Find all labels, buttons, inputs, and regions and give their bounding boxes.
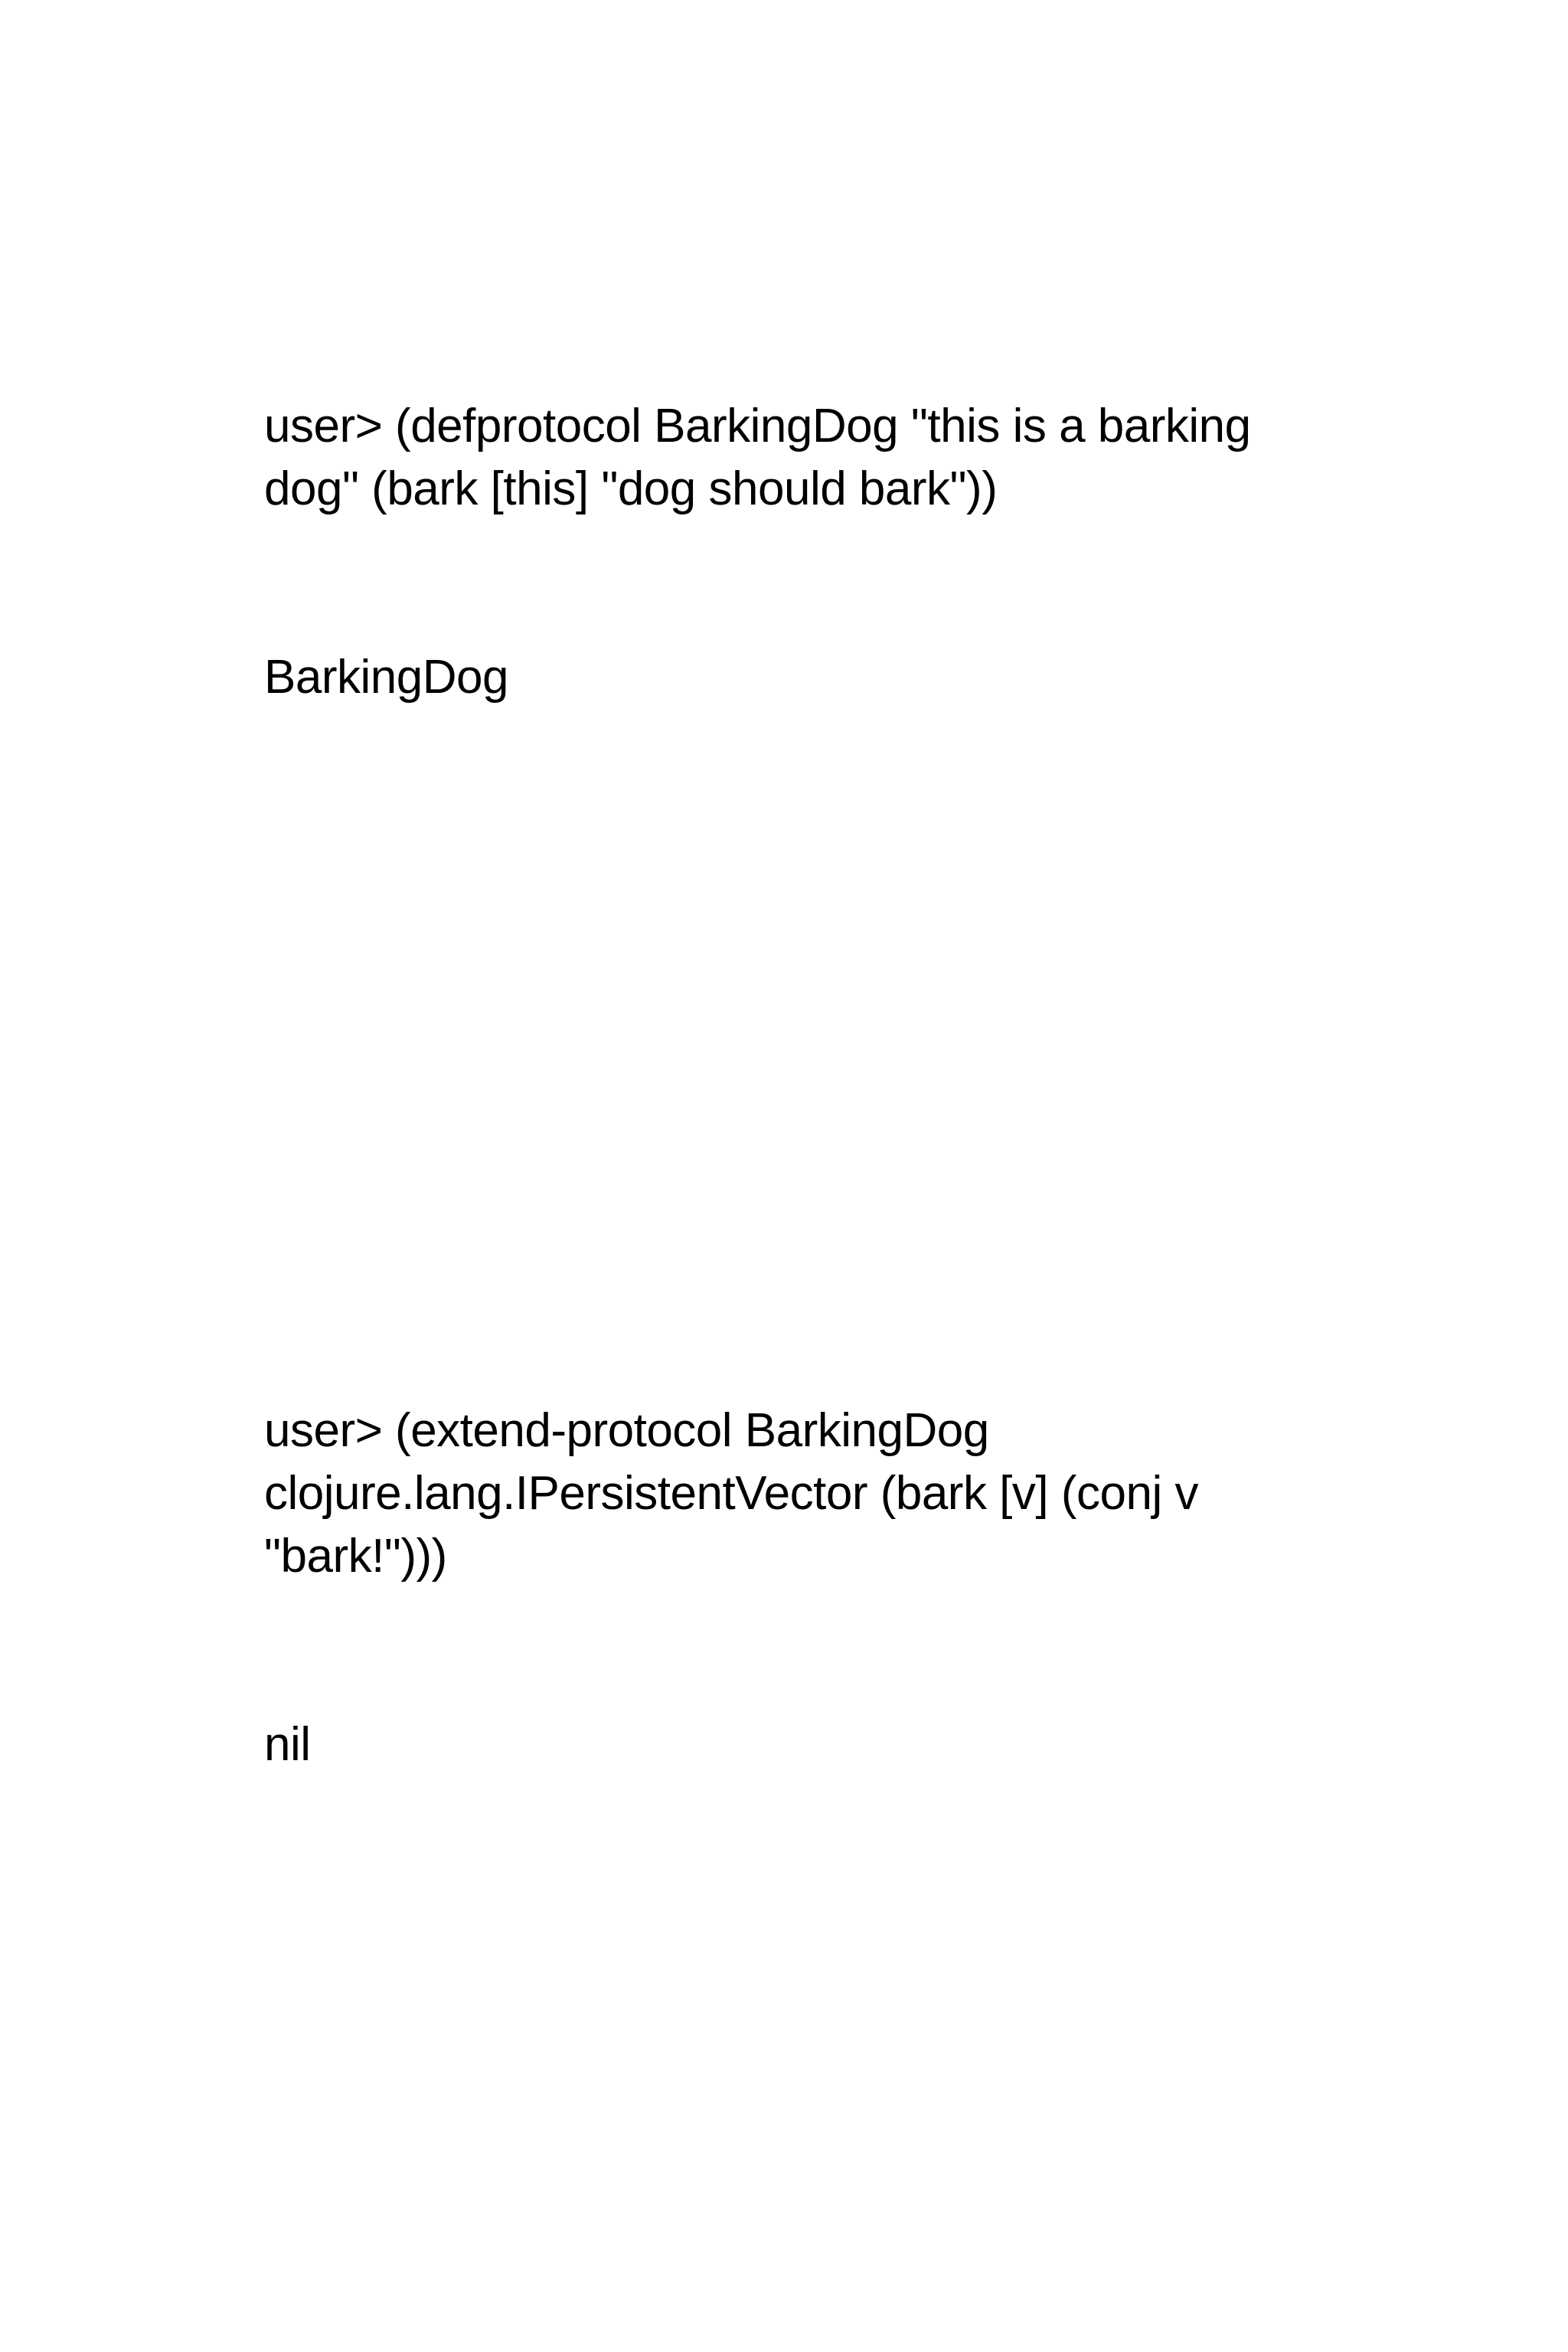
repl-output-line: BarkingDog: [264, 651, 508, 704]
repl-input-line: user> (defprotocol BarkingDog "this is a…: [264, 400, 1264, 515]
repl-spacer: [264, 2090, 1275, 2153]
repl-output-line: nil: [264, 1718, 311, 1771]
repl-spacer: [264, 1023, 1275, 1086]
slide-canvas: user> (defprotocol BarkingDog "this is a…: [264, 400, 1252, 1771]
repl-block-2: user> (def a-vector [1 2 3 4]) #'user/a-…: [264, 2341, 1275, 2352]
repl-block-1: user> (extend-protocol BarkingDog clojur…: [264, 1274, 1275, 1902]
repl-block-0: user> (defprotocol BarkingDog "this is a…: [264, 270, 1275, 835]
repl-transcript: user> (defprotocol BarkingDog "this is a…: [264, 81, 1275, 2352]
repl-input-line: user> (extend-protocol BarkingDog clojur…: [264, 1404, 1211, 1583]
